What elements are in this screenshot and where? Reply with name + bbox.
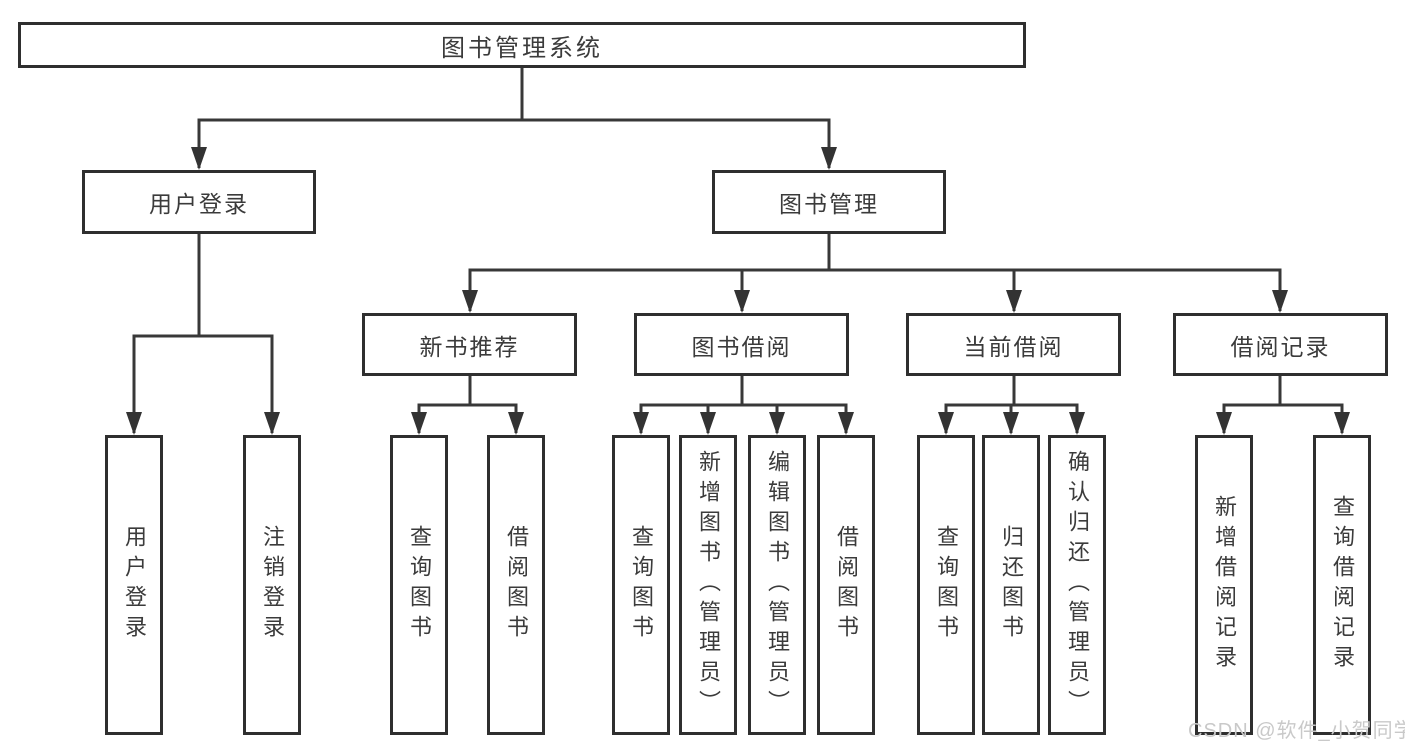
leaf-borrow-books-recommend: 借阅图书	[487, 435, 545, 735]
leaf-query-books-recommend-label: 查询图书	[407, 525, 432, 645]
node-library-system: 图书管理系统	[18, 22, 1026, 68]
arrowhead-icons	[126, 147, 1350, 435]
leaf-query-books-recommend: 查询图书	[390, 435, 448, 735]
node-new-book-recommendation-label: 新书推荐	[419, 333, 520, 360]
leaf-add-borrow-record: 新增借阅记录	[1195, 435, 1253, 735]
leaf-user-login: 用户登录	[105, 435, 163, 735]
leaf-add-books-admin-label: 新增图书（管理员）	[696, 450, 721, 720]
leaf-return-books: 归还图书	[982, 435, 1040, 735]
leaf-confirm-return-admin: 确认归还（管理员）	[1048, 435, 1106, 735]
leaf-edit-books-admin-label: 编辑图书（管理员）	[765, 450, 790, 720]
node-book-management-label: 图书管理	[779, 191, 879, 217]
leaf-query-books-borrowing: 查询图书	[612, 435, 670, 735]
node-current-borrowing: 当前借阅	[906, 313, 1121, 376]
leaf-borrow-books-borrowing: 借阅图书	[817, 435, 875, 735]
leaf-user-login-label: 用户登录	[122, 525, 147, 645]
leaf-add-books-admin: 新增图书（管理员）	[679, 435, 737, 735]
node-borrowing-records-label: 借阅记录	[1230, 333, 1331, 360]
leaf-query-books-borrowing-label: 查询图书	[629, 525, 654, 645]
leaf-query-books-current-label: 查询图书	[934, 525, 959, 645]
leaf-query-borrow-record: 查询借阅记录	[1313, 435, 1371, 735]
leaf-logout-label: 注销登录	[260, 525, 285, 645]
node-user-login-label: 用户登录	[149, 191, 249, 217]
node-book-borrowing-label: 图书借阅	[691, 333, 792, 360]
watermark: CSDN @软件_小贺同学	[1188, 720, 1405, 742]
node-borrowing-records: 借阅记录	[1173, 313, 1388, 376]
leaf-query-books-current: 查询图书	[917, 435, 975, 735]
leaf-borrow-books-borrowing-label: 借阅图书	[834, 525, 859, 645]
node-library-system-label: 图书管理系统	[441, 34, 603, 62]
node-current-borrowing-label: 当前借阅	[963, 333, 1064, 360]
leaf-query-borrow-record-label: 查询借阅记录	[1330, 495, 1355, 675]
leaf-return-books-label: 归还图书	[999, 525, 1024, 645]
node-user-login: 用户登录	[82, 170, 316, 234]
node-new-book-recommendation: 新书推荐	[362, 313, 577, 376]
leaf-add-borrow-record-label: 新增借阅记录	[1212, 495, 1237, 675]
leaf-confirm-return-admin-label: 确认归还（管理员）	[1065, 450, 1090, 720]
leaf-logout: 注销登录	[243, 435, 301, 735]
node-book-management: 图书管理	[712, 170, 946, 234]
node-book-borrowing: 图书借阅	[634, 313, 849, 376]
leaf-borrow-books-recommend-label: 借阅图书	[504, 525, 529, 645]
leaf-edit-books-admin: 编辑图书（管理员）	[748, 435, 806, 735]
